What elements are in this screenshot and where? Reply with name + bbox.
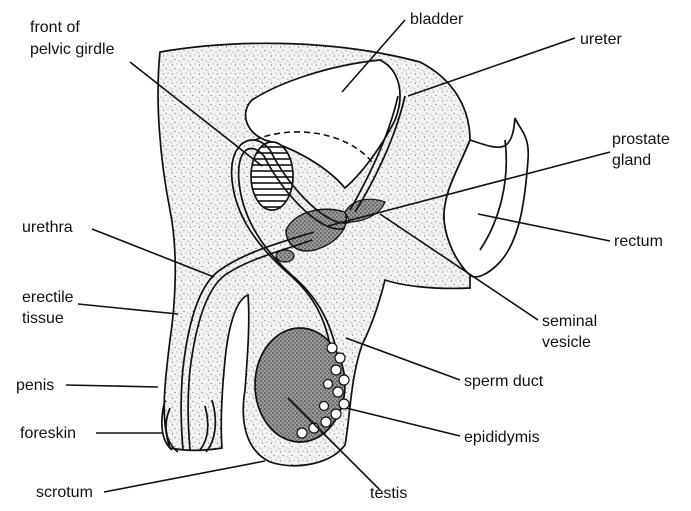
label-rectum: rectum [614, 233, 663, 250]
label-tissue: tissue [22, 310, 64, 327]
label-epididymis: epididymis [464, 429, 540, 446]
label-gland: gland [612, 152, 651, 169]
label-scrotum: scrotum [36, 484, 93, 501]
label-front-of: front of [30, 19, 80, 36]
label-penis: penis [16, 377, 54, 394]
label-foreskin: foreskin [20, 425, 76, 442]
leader-erectile [78, 304, 178, 314]
leader-sperm-duct [346, 338, 460, 380]
label-seminal: seminal [542, 313, 597, 330]
label-vesicle: vesicle [542, 334, 591, 351]
label-ureter: ureter [580, 31, 622, 48]
leader-epididymis [346, 408, 460, 436]
label-urethra: urethra [22, 219, 73, 236]
label-testis: testis [370, 485, 407, 502]
label-bladder: bladder [410, 11, 464, 28]
label-sperm-duct: sperm duct [464, 373, 544, 390]
leader-penis [66, 385, 158, 387]
leader-scrotum [104, 461, 265, 492]
label-erectile: erectile [22, 289, 74, 306]
label-pelvic-girdle: pelvic girdle [30, 41, 115, 58]
leader-ureter [408, 38, 575, 96]
label-prostate: prostate [612, 131, 670, 148]
